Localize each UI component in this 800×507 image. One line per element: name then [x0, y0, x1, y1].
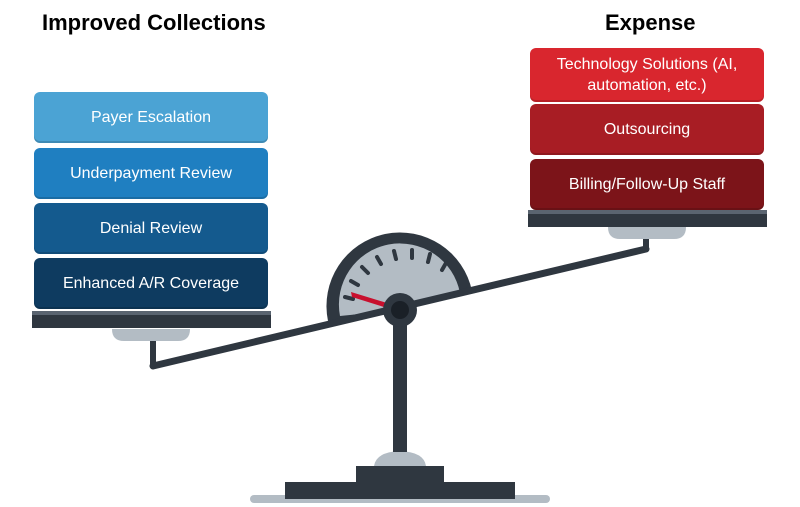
- scale-post: [393, 310, 407, 452]
- left-box-denial-review: Denial Review: [34, 203, 268, 254]
- left-pan-edge: [32, 311, 271, 315]
- pivot-inner: [391, 301, 409, 319]
- right-box-technology-solutions: Technology Solutions (AI, automation, et…: [530, 48, 764, 102]
- left-box-payer-escalation: Payer Escalation: [34, 92, 268, 143]
- left-box-underpayment-review: Underpayment Review: [34, 148, 268, 199]
- scale-post-foot: [374, 451, 426, 466]
- left-pan-mount: [112, 329, 190, 341]
- right-pan-mount: [608, 227, 686, 239]
- right-box-outsourcing: Outsourcing: [530, 104, 764, 155]
- scale-base-block: [285, 482, 515, 499]
- right-heading: Expense: [605, 10, 696, 35]
- left-box-enhanced-ar-coverage: Enhanced A/R Coverage: [34, 258, 268, 309]
- right-pan-edge: [528, 210, 767, 214]
- left-pan-tray: [32, 311, 271, 328]
- right-box-billing-follow-up-staff: Billing/Follow-Up Staff: [530, 159, 764, 210]
- scale-base-step: [356, 466, 444, 484]
- right-pan-tray: [528, 210, 767, 227]
- left-heading: Improved Collections: [42, 10, 266, 35]
